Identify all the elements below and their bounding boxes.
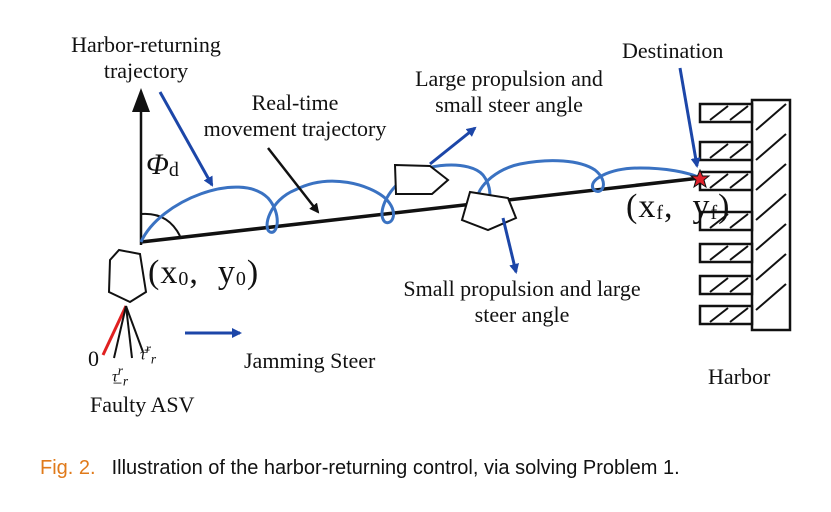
harbor-returning-label-line1: Harbor-returning (71, 32, 221, 57)
tau-lower-sup: r (117, 363, 123, 378)
small-propulsion-label-line2: steer angle (474, 302, 570, 327)
realtime-label-line1: Real-time (251, 90, 339, 115)
small-propulsion-label: Small propulsion and large steer angle (372, 276, 672, 328)
tau-upper-sup: r (145, 341, 151, 356)
tau-lower-bound-label: τ̲rr (112, 358, 128, 395)
steer-black-line-3 (125, 305, 144, 353)
small-propulsion-label-line1: Small propulsion and large (403, 276, 641, 301)
steer-black-line-1 (113, 305, 127, 359)
diagram: Harbor-returning trajectory Real-time mo… (56, 32, 792, 417)
large-propulsion-label-line2: small steer angle (435, 92, 583, 117)
asv-boat-small-propulsion-icon (460, 190, 518, 232)
harbor-label: Harbor (708, 364, 771, 389)
vertical-axis-arrowhead (132, 88, 150, 112)
destination-star-icon (689, 168, 711, 189)
realtime-label-line2: movement trajectory (203, 116, 387, 141)
large-propulsion-label-line1: Large propulsion and (415, 66, 603, 91)
phi-subscript: d (168, 159, 179, 181)
large-propulsion-label: Large propulsion and small steer angle (390, 66, 628, 118)
end-x: x (638, 188, 657, 225)
end-x-sub: f (656, 202, 664, 224)
destination-callout-arrow (678, 67, 701, 168)
start-x-sub: 0 (178, 268, 190, 290)
destination-coordinate-label: (xf, yf) (626, 188, 731, 225)
start-coordinate-label: (x0, y0) (148, 254, 260, 291)
harbor-returning-trajectory-line (140, 176, 701, 244)
harbor-returning-label-line2: trajectory (103, 58, 189, 83)
start-y-sub: 0 (235, 268, 247, 290)
realtime-callout-arrow (267, 147, 320, 214)
diagram-canvas (101, 67, 792, 359)
figure-number: Fig. 2. (40, 457, 96, 479)
tau-upper-bound-label: τ̄rr (140, 336, 156, 373)
heading-angle-label: Φd (146, 150, 179, 183)
destination-label: Destination (622, 38, 724, 63)
fault-steer-red-line (101, 305, 128, 356)
heading-angle-arc (140, 212, 181, 237)
harbor-returning-callout-arrow (158, 91, 214, 187)
end-y-sub: f (710, 202, 719, 224)
harbor-hatching (709, 103, 787, 323)
figure-caption: Fig. 2. Illustration of the harbor-return… (40, 456, 792, 480)
end-y: y (692, 188, 711, 225)
start-y: y (217, 254, 236, 291)
large-propulsion-callout-arrow (429, 126, 477, 166)
jamming-steer-label: Jamming Steer (244, 348, 376, 373)
asv-boat-large-propulsion-icon (393, 163, 450, 195)
harbor-returning-label: Harbor-returning trajectory (56, 32, 236, 84)
harbor-structure (698, 98, 792, 332)
tau-lower-sub: r (122, 373, 129, 389)
zero-label: 0 (88, 346, 99, 371)
faulty-asv-label: Faulty ASV (90, 392, 195, 417)
tau-upper-symbol: τ̄ (140, 346, 146, 364)
caption-text: Illustration of the harbor-returning con… (111, 457, 680, 479)
faulty-asv-boat-icon (107, 248, 148, 304)
phi-symbol: Φ (146, 148, 169, 181)
steer-black-line-2 (125, 305, 133, 359)
start-x: x (160, 254, 179, 291)
tau-lower-symbol: τ̲ (112, 368, 118, 386)
small-propulsion-callout-arrow (501, 217, 519, 274)
tau-upper-sub: r (150, 351, 157, 367)
realtime-trajectory-label: Real-time movement trajectory (180, 90, 410, 142)
